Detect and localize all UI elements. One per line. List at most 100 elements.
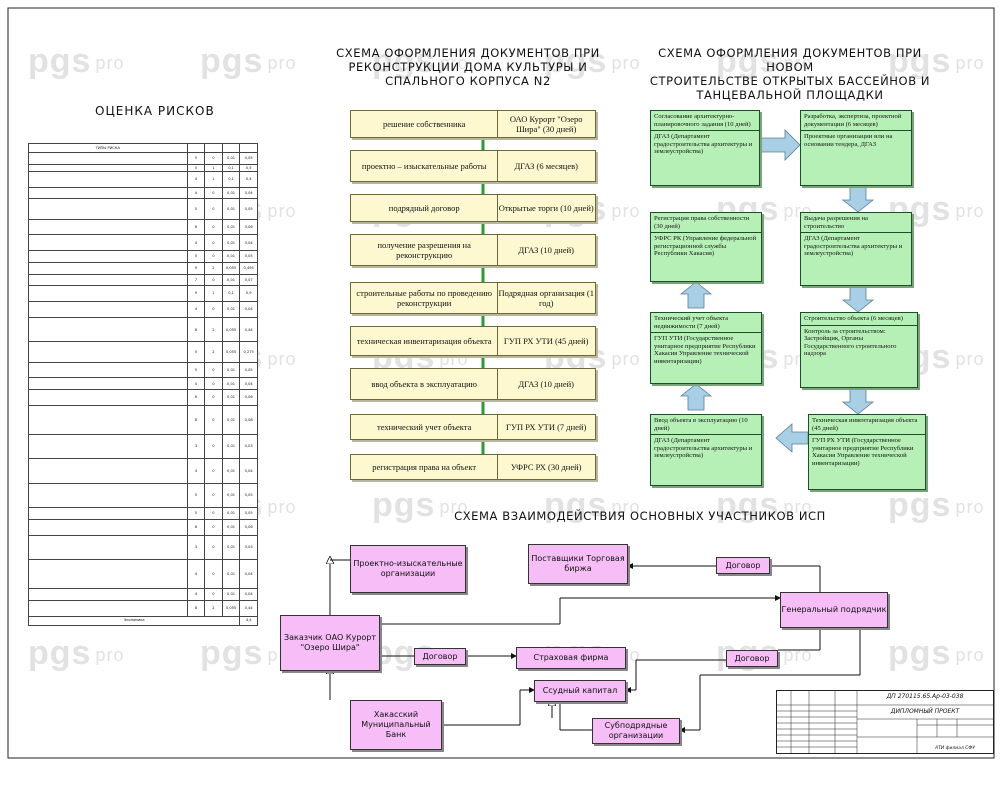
risk-value-cell: 0,01: [221, 361, 241, 379]
risk-total-label: Экономика: [27, 615, 241, 626]
risk-header-row: ТИПЫ РИСКА: [28, 143, 258, 153]
sheet-frame: [7, 7, 995, 759]
risk-value-cell: 5: [186, 250, 206, 263]
risk-value-cell: 0,04: [239, 301, 258, 318]
risk-value-cell: 0,495: [239, 261, 258, 275]
green-step-action: Выдача разрешения на строительство: [801, 213, 911, 234]
risk-value-cell: 0,055: [221, 341, 241, 363]
risk-value-cell: 0,05: [239, 482, 258, 509]
risk-value-cell: 0,06: [239, 389, 258, 406]
risk-value-cell: 0,055: [221, 316, 241, 343]
title-block-grid: [777, 691, 993, 753]
step-responsible: ГУП РХ УТИ (7 дней): [506, 422, 587, 432]
risk-value-cell: 0,07: [239, 273, 258, 287]
risk-value-cell: 0,01: [221, 250, 241, 263]
risk-type-cell: [28, 261, 188, 275]
risk-value-cell: 0,04: [239, 559, 258, 590]
risk-value-cell: 0,275: [239, 341, 258, 363]
risk-value-cell: 0,1: [221, 170, 241, 188]
right-title-line2: СТРОИТЕЛЬСТВЕ ОТКРЫТЫХ БАССЕЙНОВ И: [649, 74, 931, 88]
risk-value-cell: 5: [186, 361, 206, 379]
step-action: техническая инвентаризация объекта: [351, 327, 499, 355]
green-flow-step: Техническая инвентаризация объекта (45 д…: [808, 414, 926, 490]
step-action: регистрация права на объект: [351, 455, 499, 479]
green-step-action: Согласование архитектурно-планировочного…: [651, 111, 759, 132]
risk-value-cell: 0,04: [239, 377, 258, 391]
step-responsible: ДГАЗ (10 дней): [518, 379, 574, 389]
risk-header-cell: [221, 143, 241, 153]
risk-value-cell: 2: [204, 316, 223, 343]
contract3-label: Договор: [734, 653, 770, 663]
general-contractor-box: Генеральный подрядчик: [780, 592, 888, 628]
risk-value-cell: 8: [186, 404, 206, 435]
risk-type-cell: [28, 273, 188, 287]
risk-type-cell: [28, 341, 188, 363]
risk-type-cell: [28, 301, 188, 318]
risk-value-cell: 0,01: [221, 301, 241, 318]
green-flow-step: Разработка, экспертиза, проектной докуме…: [800, 110, 912, 186]
green-step-action: Разработка, экспертиза, проектной докуме…: [801, 111, 911, 132]
risk-value-cell: 2: [204, 599, 223, 617]
step-action: получение разрешения на реконструкцию: [351, 235, 499, 265]
green-step-responsible: ДГАЗ (Департамент градостроительства арх…: [654, 437, 753, 460]
risk-type-cell: [28, 588, 188, 601]
risk-value-cell: 0,03: [239, 433, 258, 460]
risk-value-cell: 0,44: [239, 599, 258, 617]
risk-value-cell: 0: [204, 198, 223, 220]
risk-value-cell: 7: [186, 273, 206, 287]
risk-header-cell: ТИПЫ РИСКА: [28, 143, 188, 153]
risk-value-cell: 2: [204, 261, 223, 275]
contract2-label: Договор: [422, 651, 458, 661]
risk-value-cell: 4: [186, 234, 206, 252]
risk-value-cell: 0,05: [239, 152, 258, 165]
risk-value-cell: 0: [204, 518, 223, 536]
green-step-action: Строительство объекта (6 месяцев): [801, 313, 917, 326]
risk-value-cell: 5: [186, 507, 206, 520]
suppliers-label: Поставщики Торговая биржа: [531, 554, 625, 573]
risk-value-cell: 1: [204, 170, 223, 188]
risk-value-cell: 0: [204, 588, 223, 601]
risk-value-cell: 0,04: [239, 234, 258, 252]
risk-value-cell: 2: [204, 341, 223, 363]
title-block: ДП 270115.65.Ар-03-038 ДИПЛОМНЫЙ ПРОЕКТ …: [776, 690, 994, 754]
risk-value-cell: 8: [186, 599, 206, 617]
green-step-responsible: Контроль за строительством: Застройщик, …: [804, 327, 897, 358]
risk-type-cell: [28, 599, 188, 617]
step-responsible: Открытые торги (10 дней): [498, 203, 594, 213]
project-orgs-box: Проектно-изыскательные организации: [350, 545, 466, 593]
risk-value-cell: 0,04: [239, 458, 258, 484]
risk-value-cell: 0: [204, 389, 223, 406]
risk-value-cell: 0,01: [221, 433, 241, 460]
risk-value-cell: 9: [186, 285, 206, 303]
participants-title-text: СХЕМА ВЗАИМОДЕЙСТВИЯ ОСНОВНЫХ УЧАСТНИКОВ…: [454, 509, 826, 523]
participants-title: СХЕМА ВЗАИМОДЕЙСТВИЯ ОСНОВНЫХ УЧАСТНИКОВ…: [430, 509, 850, 523]
bank-box: Хакасский Муниципальный Банк: [350, 700, 442, 750]
risk-value-cell: 5: [186, 198, 206, 220]
risk-value-cell: 0: [204, 507, 223, 520]
risk-type-cell: [28, 186, 188, 200]
risk-value-cell: 4: [186, 377, 206, 391]
step-responsible: ДГАЗ (6 месяцев): [514, 161, 578, 171]
risk-value-cell: 0: [204, 234, 223, 252]
risk-type-cell: [28, 482, 188, 509]
risk-value-cell: 0,05: [239, 250, 258, 263]
risk-value-cell: 0,03: [239, 534, 258, 561]
risk-type-cell: [28, 534, 188, 561]
step-action: подрядный договор: [351, 195, 499, 221]
step-responsible: ОАО Курорт "Озеро Шира" (30 дней): [509, 114, 583, 134]
